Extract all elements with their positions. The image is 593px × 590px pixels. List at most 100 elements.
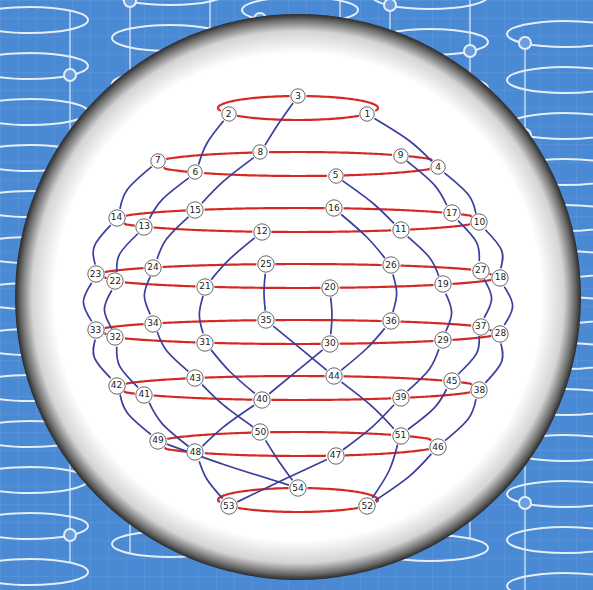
graph-vertex: 21 xyxy=(196,278,214,296)
red-connector xyxy=(270,432,391,435)
red-connector xyxy=(124,391,134,393)
blue-connector xyxy=(408,237,439,276)
red-connector xyxy=(401,322,472,326)
blue-connector xyxy=(157,217,188,259)
red-connector xyxy=(271,398,391,400)
vertex-number: 23 xyxy=(90,270,101,279)
blue-connector xyxy=(343,405,394,450)
graph-vertex: 16 xyxy=(325,199,343,217)
red-connector xyxy=(452,336,491,340)
graph-vertex: 18 xyxy=(491,269,509,287)
blue-connector xyxy=(120,167,152,209)
blue-connector xyxy=(485,343,503,382)
red-connector xyxy=(410,224,470,229)
graph-vertex: 8 xyxy=(252,144,268,160)
vertex-number: 22 xyxy=(110,277,121,286)
graph-vertex: 49 xyxy=(149,432,167,450)
graph-vertex: 13 xyxy=(135,218,153,236)
graph-vertex: 2 xyxy=(221,106,237,122)
blue-connector xyxy=(199,121,224,165)
blue-connector xyxy=(269,350,322,394)
red-connector xyxy=(237,116,359,120)
graph-vertex: 4 xyxy=(430,159,446,175)
graph-vertex: 48 xyxy=(186,443,204,461)
graph-vertex: 20 xyxy=(321,279,339,297)
graph-vertex: 50 xyxy=(251,423,269,441)
graph-vertex: 1 xyxy=(359,106,375,122)
vertex-number: 49 xyxy=(152,436,163,445)
vertex-number: 6 xyxy=(193,168,199,177)
blue-connector xyxy=(202,158,254,204)
graph-vertex: 52 xyxy=(358,497,376,515)
vertex-number: 36 xyxy=(385,317,396,326)
vertex-number: 13 xyxy=(138,222,149,231)
vertex-number: 11 xyxy=(395,225,406,234)
graph-vertex: 37 xyxy=(472,318,490,336)
blue-connector xyxy=(93,225,111,264)
blue-connector xyxy=(341,328,384,370)
vertex-number: 53 xyxy=(223,502,234,511)
red-connector xyxy=(275,264,381,265)
blue-connector xyxy=(199,296,203,333)
vertex-number: 51 xyxy=(395,431,406,440)
vertex-number: 52 xyxy=(362,502,373,511)
vertex-number: 25 xyxy=(260,260,271,269)
red-connector xyxy=(410,436,431,440)
blue-connector xyxy=(408,389,447,429)
vertex-number: 48 xyxy=(190,448,201,457)
graph-vertex: 10 xyxy=(470,213,488,231)
vertex-number: 17 xyxy=(446,209,457,218)
vertex-number: 32 xyxy=(110,333,121,342)
graph-vertex: 32 xyxy=(106,328,124,346)
graph-vertex: 46 xyxy=(429,438,447,456)
vertex-number: 45 xyxy=(446,377,457,386)
vertex-number: 40 xyxy=(256,395,267,404)
blue-connector xyxy=(341,215,385,259)
graph-vertex: 42 xyxy=(108,377,126,395)
graph-vertex: 19 xyxy=(434,275,452,293)
blue-connector xyxy=(484,279,491,317)
vertex-number: 20 xyxy=(324,283,335,292)
vertex-number: 1 xyxy=(364,110,370,119)
vertex-number: 37 xyxy=(475,322,486,331)
graph-vertex: 45 xyxy=(443,372,461,390)
graph-vertex: 30 xyxy=(321,335,339,353)
blue-connector xyxy=(203,405,255,446)
blue-connector xyxy=(264,274,265,311)
blue-connector xyxy=(331,297,332,334)
blue-connector xyxy=(273,326,326,370)
blue-connector xyxy=(375,454,431,501)
vertex-number: 21 xyxy=(199,282,210,291)
red-connector xyxy=(344,208,443,212)
graph-vertex: 23 xyxy=(87,265,105,283)
blue-connector xyxy=(167,444,289,485)
blue-connector xyxy=(374,119,431,162)
red-connector xyxy=(105,268,144,272)
red-connector xyxy=(126,378,186,383)
blue-connector xyxy=(144,277,150,315)
blue-connector xyxy=(202,385,253,427)
graph-vertex: 11 xyxy=(392,221,410,239)
vertex-number: 35 xyxy=(260,316,271,325)
vertex-number: 7 xyxy=(155,156,161,165)
vertex-number: 26 xyxy=(385,261,396,270)
blue-connector xyxy=(104,290,111,328)
white-disc xyxy=(15,14,581,580)
graph-vertex: 38 xyxy=(470,381,488,399)
vertex-number: 10 xyxy=(474,218,485,227)
vertex-number: 47 xyxy=(330,451,341,460)
blue-connector xyxy=(83,283,91,322)
blue-connector xyxy=(265,103,293,145)
blue-connector xyxy=(504,287,512,326)
graph-vertex: 15 xyxy=(186,201,204,219)
red-connector xyxy=(461,382,471,384)
blue-connector xyxy=(93,340,110,379)
vertex-number: 28 xyxy=(495,329,506,338)
vertex-number: 8 xyxy=(258,148,264,157)
blue-connector xyxy=(342,181,394,224)
red-connector xyxy=(271,230,391,232)
blue-connector xyxy=(266,440,293,480)
red-connector xyxy=(269,152,392,155)
red-connector xyxy=(345,449,429,455)
